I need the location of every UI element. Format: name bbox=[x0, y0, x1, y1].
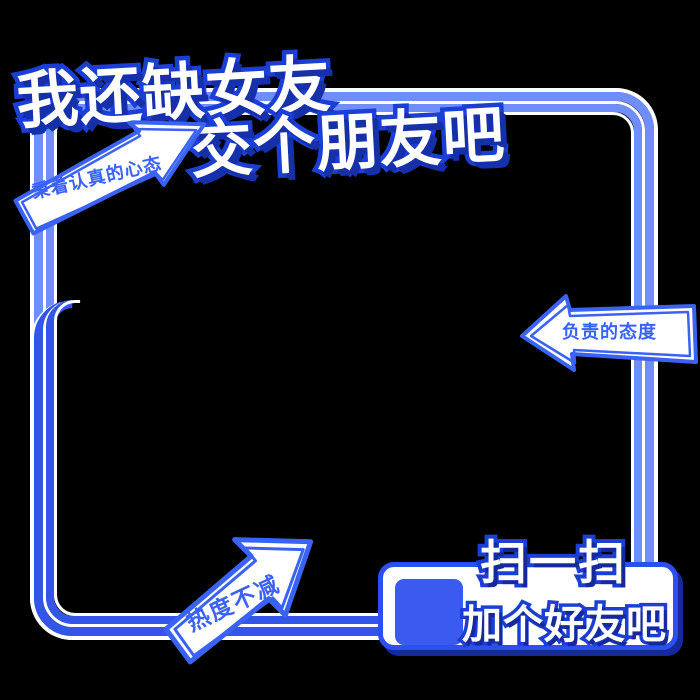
scan-title: 扫一扫 bbox=[476, 532, 629, 595]
tag-popular: 热度不减 bbox=[138, 504, 342, 674]
tag-sincere: 秉着认真的心态 bbox=[0, 104, 226, 245]
headline-line-2: 交个朋友吧 bbox=[184, 93, 511, 191]
arrow-left-icon bbox=[520, 294, 698, 372]
arrow-up-right-icon bbox=[13, 120, 207, 236]
scan-card[interactable] bbox=[378, 562, 678, 650]
scan-subtitle: 加个好友吧 bbox=[459, 599, 670, 652]
tag-responsible: 负责的态度 bbox=[518, 292, 698, 380]
tag-responsible-label: 负责的态度 bbox=[562, 322, 657, 343]
qr-code-placeholder[interactable] bbox=[395, 579, 463, 645]
arrow-up-right-icon-2 bbox=[163, 537, 314, 665]
